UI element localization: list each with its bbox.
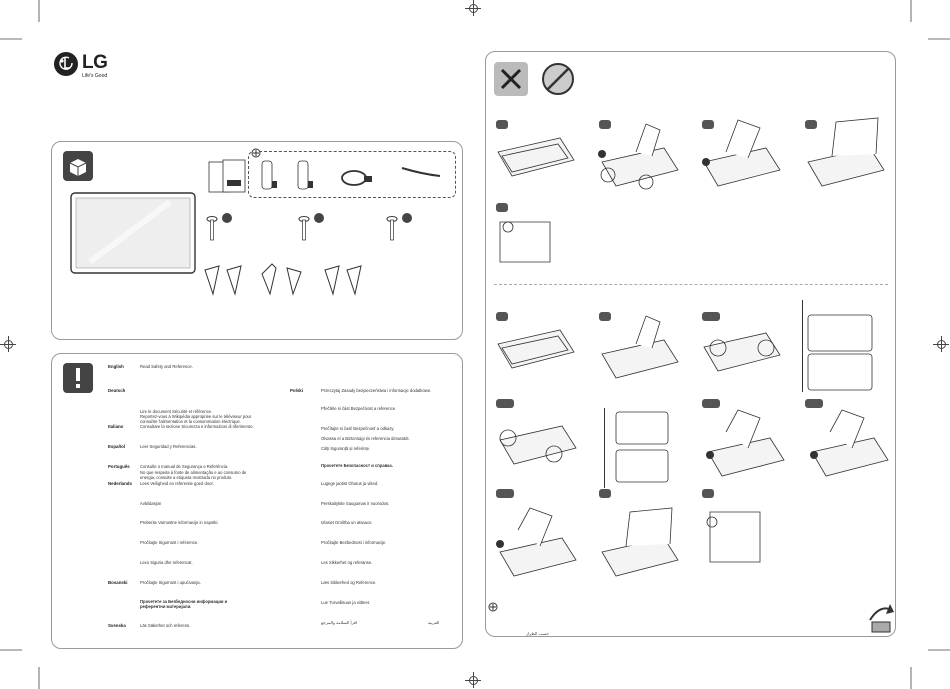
cable-tie-illustration: [401, 167, 441, 177]
arabic-label: العربية: [428, 620, 440, 625]
tv-illustration: [70, 192, 196, 274]
optional-accessories-box: [248, 151, 456, 198]
lang-text: Olvassa el a Biztonsági és referencia út…: [321, 436, 410, 441]
page-turn-icon: [869, 604, 894, 633]
warning-icon: [63, 363, 93, 393]
vertical-divider: [802, 300, 803, 392]
plus-note-icon: [488, 602, 498, 612]
safety-reference-panel: English Read Safety and Reference. Deuts…: [51, 353, 463, 649]
stand-legs-illustration: [204, 263, 362, 296]
crop-mark-top: [465, 0, 481, 16]
section-divider: [494, 284, 888, 285]
lang-name: Nederlands: [108, 481, 132, 486]
lang-text: connaître l'alimentation et la consommat…: [140, 419, 241, 424]
crop-mark-right: [933, 336, 949, 352]
lang-name: Polski: [290, 388, 303, 393]
assembly-panel: حسب الطراز: [485, 51, 896, 637]
lang-text: Pročitajte Bezbednost i informacije.: [321, 540, 387, 545]
lg-logo-text: LG: [82, 52, 108, 73]
lang-text: Leer Seguridad y Referencias.: [140, 444, 197, 449]
box-contents-panel: [51, 141, 463, 340]
lang-text: Avbildasjon: [140, 501, 162, 506]
lg-logo: [53, 51, 79, 82]
lang-text: Les Sikkerhet og referanse.: [321, 560, 373, 565]
lang-name: Español: [108, 444, 126, 449]
lang-text: Læs Sikkerhed og Reference.: [321, 580, 377, 585]
screw-c: [386, 213, 412, 241]
lang-text: Lue Turvallisuus ja viitteet.: [321, 600, 371, 605]
tools-icon: [494, 62, 528, 96]
screw-b: [298, 213, 324, 241]
lang-text: No que respeita à fonte de alimentação e…: [140, 470, 247, 475]
lang-text: Lees Veiligheid en referentie goed door.: [140, 481, 214, 486]
lang-name: Italiano: [108, 424, 124, 429]
lang-name: English: [108, 364, 124, 369]
lang-text: Přečtěte si část Bezpečnost a reference.: [321, 406, 397, 411]
lang-text: Pročitajte Sigurnost i upućivanja.: [140, 580, 201, 585]
lang-text: اقرأ السلامة والمرجع: [321, 620, 358, 625]
lang-text: Pročitajte Sigurnost i reference.: [140, 540, 199, 545]
lang-text: Consulte o manual de Segurança e Referên…: [140, 464, 229, 469]
remote-illustration: [261, 160, 313, 190]
lang-text: Прочетете за Безбедносни информации и: [140, 599, 228, 604]
lang-name: Svenska: [108, 623, 126, 628]
lg-logo-icon: [54, 52, 78, 76]
lang-name: Deutsch: [108, 388, 126, 393]
lang-text: Read Safety and Reference.: [140, 364, 193, 369]
lang-text: Preberite Varnostne informacije in napot…: [140, 520, 219, 525]
lang-text: Lugege jaotist Ohutus ja viited.: [321, 481, 379, 486]
plus-icon: [251, 148, 261, 158]
lang-text: Consultare la sezione Sicurezza e inform…: [140, 424, 254, 429]
lang-name: Bosanski: [108, 580, 128, 585]
lang-text: Lexo Siguria dhe referencat.: [140, 560, 193, 565]
lang-text: референтни материјали.: [140, 604, 192, 609]
no-tools-icon: [542, 63, 574, 95]
lang-name: Português: [108, 464, 130, 469]
lang-text: Perskaitykite Saugumas ir nuorodos.: [321, 501, 390, 506]
box-icon: [63, 151, 93, 181]
lang-text: energia, consulte a etiqueta mostrada no…: [140, 475, 233, 480]
manuals-illustration: [208, 159, 246, 193]
lang-text: Reportez-vous à Wikipédia appropriée sur…: [140, 414, 252, 419]
vertical-divider-2: [604, 408, 605, 488]
lang-text: Lire le document Sécurité et référence.: [140, 409, 213, 414]
crop-mark-bottom: [465, 672, 481, 688]
lang-text: Прочетете Безопасност и справка.: [321, 463, 393, 468]
lang-text: Przeczytaj Zasady bezpieczeństwa i infor…: [321, 388, 432, 393]
lang-text: Prečítajte si časť Bezpečnosť a odkazy.: [321, 426, 395, 431]
lang-text: Läs Säkerhet och referens.: [140, 623, 191, 628]
screw-a: [206, 213, 232, 241]
cable-illustration: [341, 170, 372, 186]
arabic-footer: حسب الطراز: [526, 631, 549, 636]
lang-text: Citiți Siguranță și referințe.: [321, 446, 371, 451]
lang-text: Izlasiet Drošība un atsauce.: [321, 520, 373, 525]
crop-mark-left: [0, 336, 16, 352]
lg-tagline: Life's Good: [82, 73, 108, 79]
assembly-steps: [496, 117, 889, 577]
